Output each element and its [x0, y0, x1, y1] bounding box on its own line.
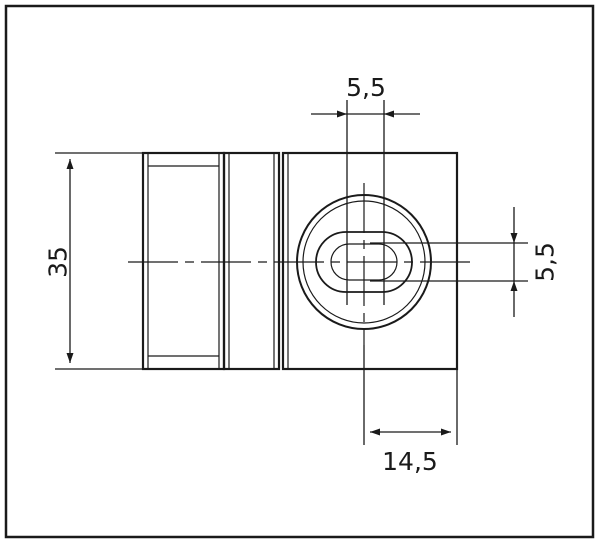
- slot-height-dimension: [370, 207, 528, 317]
- drawing-frame: [4, 4, 595, 539]
- hole-offset-dimension: [363, 345, 458, 445]
- slot-width-label: 5,5: [346, 73, 386, 102]
- part-inner-edges: [147, 153, 289, 369]
- center-lines: [128, 183, 470, 345]
- slot-width-dimension: [311, 100, 420, 305]
- hole-offset-label: 14,5: [382, 447, 438, 476]
- overall-height-dimension: [55, 152, 143, 370]
- slot-height-label: 5,5: [531, 242, 560, 282]
- part-outline: [141, 151, 459, 371]
- overall-height-label: 35: [44, 246, 73, 278]
